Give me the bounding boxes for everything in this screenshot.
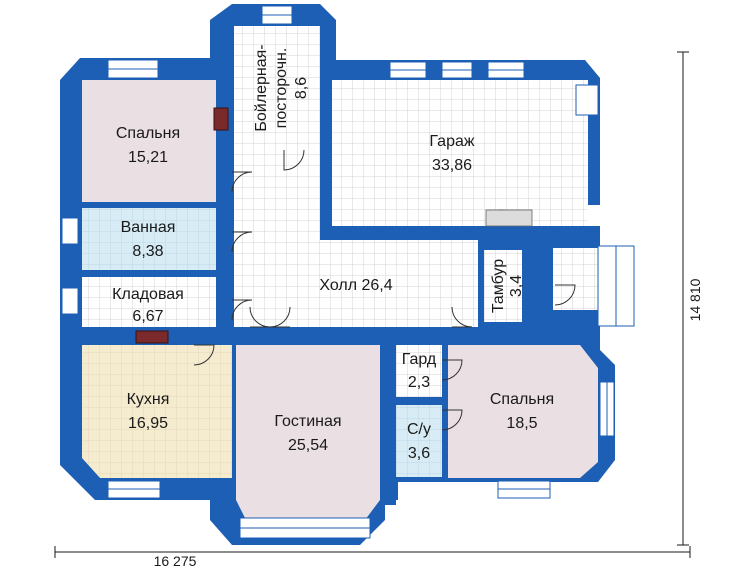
- pantry-name: Кладовая: [112, 286, 184, 303]
- room-vestibule: [482, 250, 522, 322]
- room-bathroom: [82, 208, 216, 270]
- room-kitchen: [82, 345, 232, 478]
- vestibule-name: Тамбур: [490, 259, 507, 313]
- chimney-block: [213, 107, 229, 131]
- room-wardrobe: [396, 345, 442, 397]
- garage-area: 33,86: [432, 157, 472, 174]
- living-name: Гостиная: [274, 413, 341, 430]
- boiler-area: 8,6: [293, 77, 310, 99]
- garage-name: Гараж: [429, 133, 474, 150]
- kitchen-name: Кухня: [127, 391, 170, 408]
- garage-step: [485, 209, 533, 227]
- wardrobe-area: 2,3: [408, 374, 430, 391]
- room-hall: [234, 150, 478, 332]
- entrance-porch: [553, 248, 603, 310]
- boiler-name-line2: посторочн.: [273, 48, 290, 129]
- width-dimension-label: 16 275: [154, 553, 197, 569]
- room-boiler: [234, 26, 320, 150]
- room-wc: [396, 405, 442, 477]
- stove-block: [135, 330, 169, 344]
- bedroom1-name: Спальня: [116, 125, 180, 142]
- bathroom-name: Ванная: [121, 219, 176, 236]
- room-pantry: [82, 277, 216, 327]
- boiler-name-line1: Бойлерная-: [253, 44, 270, 131]
- bathroom-area: 8,38: [132, 243, 163, 260]
- vestibule-area: 3,4: [508, 275, 525, 297]
- room-bedroom2: [448, 345, 598, 478]
- room-living: [236, 345, 380, 520]
- room-garage: [330, 80, 588, 226]
- bedroom1-area: 15,21: [128, 149, 168, 166]
- bedroom2-name: Спальня: [490, 391, 554, 408]
- window-panes: [108, 14, 617, 529]
- room-bedroom1: [82, 80, 218, 202]
- dimension-depth: 14 810: [677, 51, 704, 546]
- wc-name: С/у: [407, 421, 431, 438]
- bedroom2-area: 18,5: [506, 415, 537, 432]
- wardrobe-name: Гард: [402, 351, 437, 368]
- hall-label: Холл 26,4: [319, 277, 392, 294]
- depth-dimension-label: 14 810: [687, 278, 703, 321]
- living-area: 25,54: [288, 437, 328, 454]
- room-labels: Спальня 15,21 Бойлерная- посторочн. 8,6 …: [112, 44, 554, 462]
- kitchen-area: 16,95: [128, 415, 168, 432]
- wc-area: 3,6: [408, 445, 430, 462]
- pantry-area: 6,67: [132, 308, 163, 325]
- dimension-width: 16 275: [54, 546, 691, 569]
